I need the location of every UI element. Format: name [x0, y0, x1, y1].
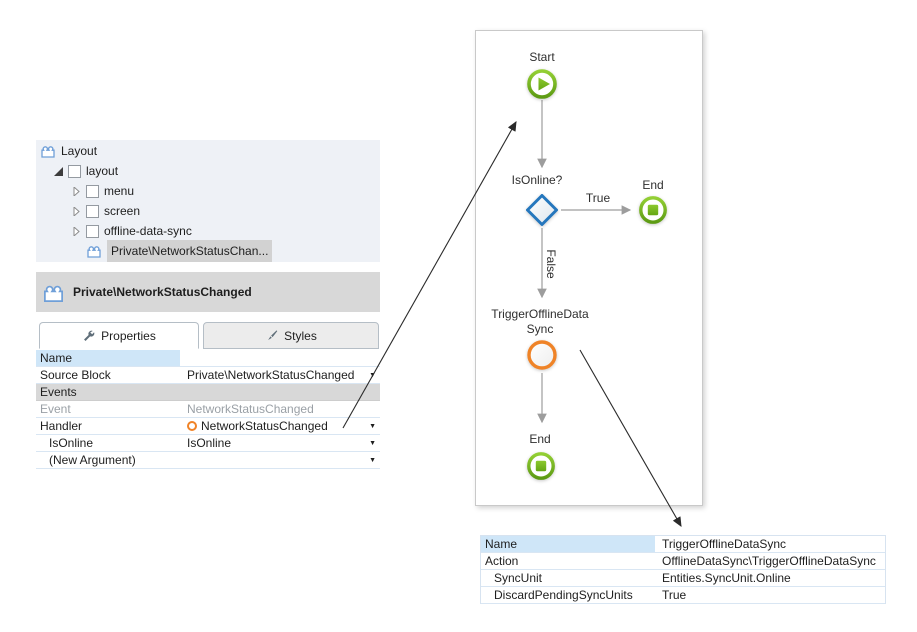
dropdown-arrow-icon[interactable]: ▼: [369, 440, 376, 447]
widget-tree-panel: Layout layout menu screen offline-data-s…: [36, 140, 380, 262]
decision-node-label: IsOnline?: [511, 173, 563, 187]
property-value-field[interactable]: TriggerOfflineDataSync: [662, 537, 787, 551]
edge-true-label: True: [585, 191, 611, 205]
web-block-icon: [41, 146, 55, 158]
properties-tabs: Properties Styles: [36, 322, 380, 349]
expander-collapsed-icon[interactable]: [72, 226, 81, 236]
tree-item-label-selected: Private\NetworkStatusChan...: [107, 240, 273, 262]
start-node[interactable]: [525, 67, 559, 101]
properties-panel-header: Private\NetworkStatusChanged: [36, 272, 380, 312]
end-node-top[interactable]: [637, 194, 669, 226]
property-section-events: Events: [36, 384, 380, 401]
property-value-field[interactable]: Private\NetworkStatusChanged▼: [187, 368, 376, 382]
property-label: Name: [481, 536, 657, 552]
property-label: DiscardPendingSyncUnits: [481, 587, 657, 603]
tree-item-label: layout: [86, 164, 119, 178]
properties-panel-title: Private\NetworkStatusChanged: [73, 285, 252, 299]
property-label: Source Block: [36, 367, 182, 383]
property-value-field[interactable]: Entities.SyncUnit.Online: [662, 571, 791, 585]
trigger-node-label-line1: TriggerOfflineData: [491, 307, 589, 321]
property-label: Action: [481, 553, 657, 569]
property-label: (New Argument): [36, 452, 182, 468]
tree-item-layout-block[interactable]: Layout: [36, 141, 380, 161]
property-value-field[interactable]: IsOnline▼: [187, 436, 376, 450]
expander-collapsed-icon[interactable]: [72, 186, 81, 196]
property-label: Handler: [36, 418, 182, 434]
web-block-icon: [87, 246, 101, 258]
property-value-field: NetworkStatusChanged: [187, 402, 314, 416]
property-row-source-block: Source Block Private\NetworkStatusChange…: [36, 367, 380, 384]
action-row-discard-pending: DiscardPendingSyncUnits True: [481, 587, 885, 604]
end-node-top-label: End: [642, 178, 664, 192]
dropdown-arrow-icon[interactable]: ▼: [369, 457, 376, 464]
end-node-bottom[interactable]: [525, 450, 557, 482]
action-row-name: Name TriggerOfflineDataSync: [481, 536, 885, 553]
tree-item-network-status-changed[interactable]: Private\NetworkStatusChan...: [36, 240, 380, 262]
action-row-action: Action OfflineDataSync\TriggerOfflineDat…: [481, 553, 885, 570]
tab-properties[interactable]: Properties: [39, 322, 199, 349]
property-row-new-argument: (New Argument) ▼: [36, 452, 380, 469]
checkbox-icon[interactable]: [68, 164, 81, 178]
tree-item-label: Layout: [61, 144, 98, 158]
tree-item-offline-data-sync[interactable]: offline-data-sync: [36, 221, 380, 241]
expander-expanded-icon[interactable]: [54, 166, 63, 176]
checkbox-icon[interactable]: [86, 184, 99, 198]
property-label: IsOnline: [36, 435, 182, 451]
property-value-field[interactable]: NetworkStatusChanged▼: [182, 418, 380, 434]
checkbox-icon[interactable]: [86, 224, 99, 238]
property-row-isonline: IsOnline IsOnline▼: [36, 435, 380, 452]
checkbox-icon[interactable]: [86, 204, 99, 218]
dropdown-arrow-icon[interactable]: ▼: [369, 423, 376, 430]
property-row-event: Event NetworkStatusChanged: [36, 401, 380, 418]
dropdown-arrow-icon[interactable]: ▼: [369, 372, 376, 379]
web-block-icon: [44, 285, 63, 302]
trigger-node-label-line2: Sync: [526, 322, 554, 336]
property-value-field[interactable]: True: [662, 588, 687, 602]
trigger-offline-data-sync-node[interactable]: [525, 338, 559, 372]
decision-node[interactable]: [523, 191, 561, 229]
property-row-name: Name: [36, 350, 380, 367]
start-node-label: Start: [529, 50, 555, 64]
tree-item-menu[interactable]: menu: [36, 181, 380, 201]
property-label: SyncUnit: [481, 570, 657, 586]
tab-label: Properties: [101, 328, 156, 343]
expander-collapsed-icon[interactable]: [72, 206, 81, 216]
brush-icon: [268, 330, 278, 340]
property-row-handler: Handler NetworkStatusChanged▼: [36, 418, 380, 435]
properties-grid: Name Source Block Private\NetworkStatusC…: [36, 350, 380, 469]
client-action-icon: [187, 421, 197, 431]
tab-label: Styles: [284, 328, 317, 343]
property-value-field[interactable]: ▼: [182, 452, 380, 468]
edge-false-label: False: [544, 249, 558, 279]
action-flow-canvas: Start IsOnline? True End False TriggerOf…: [475, 30, 703, 506]
property-label: Event: [36, 401, 182, 417]
property-label: Name: [36, 350, 182, 366]
tree-item-label: menu: [104, 184, 135, 198]
tree-item-label: screen: [104, 204, 141, 218]
wrench-icon: [84, 330, 95, 341]
tab-styles[interactable]: Styles: [203, 322, 379, 349]
tree-item-screen[interactable]: screen: [36, 201, 380, 221]
tree-item-label: offline-data-sync: [104, 224, 192, 238]
tree-item-layout[interactable]: layout: [36, 161, 380, 181]
section-label: Events: [40, 385, 77, 399]
action-properties-grid: Name TriggerOfflineDataSync Action Offli…: [480, 535, 886, 604]
property-value-field[interactable]: OfflineDataSync\TriggerOfflineDataSync: [662, 554, 876, 568]
end-node-bottom-label: End: [529, 432, 551, 446]
flow-connectors: [537, 100, 632, 424]
property-value-field[interactable]: [182, 350, 380, 366]
action-row-syncunit: SyncUnit Entities.SyncUnit.Online: [481, 570, 885, 587]
